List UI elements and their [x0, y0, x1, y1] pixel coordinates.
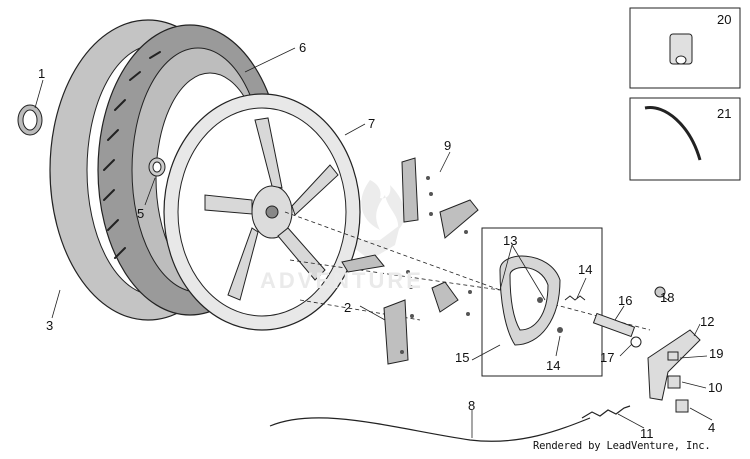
callout-4: 4 — [708, 420, 715, 435]
spring-part — [564, 295, 586, 301]
callout-8: 8 — [468, 398, 475, 413]
screws — [400, 176, 472, 354]
callout-18: 18 — [660, 290, 674, 305]
brake-lever-part — [647, 286, 701, 413]
callout-12: 12 — [700, 314, 714, 329]
callout-17: 17 — [600, 350, 614, 365]
callout-10: 10 — [708, 380, 722, 395]
callout-15: 15 — [455, 350, 469, 365]
inset-box-21 — [629, 97, 741, 181]
inset-box-20 — [629, 7, 741, 89]
brake-shoe-box — [481, 227, 603, 377]
camshaft-part — [592, 312, 642, 348]
callout-6: 6 — [299, 40, 306, 55]
watermark-logo — [345, 180, 405, 260]
callout-14b: 14 — [546, 358, 560, 373]
callout-9: 9 — [444, 138, 451, 153]
callout-2: 2 — [344, 300, 351, 315]
callout-13: 13 — [503, 233, 517, 248]
damper-pads — [341, 157, 479, 365]
bearing-part — [148, 157, 166, 177]
callout-20: 20 — [717, 12, 731, 27]
wheel-rim — [163, 93, 361, 331]
watermark-text: ADVENTURE — [260, 268, 424, 293]
callout-1: 1 — [38, 66, 45, 81]
callout-14a: 14 — [578, 262, 592, 277]
callout-21: 21 — [717, 106, 731, 121]
callout-5: 5 — [137, 206, 144, 221]
callout-7: 7 — [368, 116, 375, 131]
leader-lines — [34, 47, 713, 438]
callout-16: 16 — [618, 293, 632, 308]
callout-3: 3 — [46, 318, 53, 333]
snap-ring-part — [17, 104, 43, 136]
callout-labels: 1 2 3 4 5 6 7 8 9 10 11 12 13 14 14 15 1… — [38, 12, 731, 441]
brake-cable-part — [269, 405, 631, 442]
credit-text: Rendered by LeadVenture, Inc. — [533, 440, 711, 452]
callout-11: 11 — [640, 426, 654, 441]
callout-19: 19 — [709, 346, 723, 361]
